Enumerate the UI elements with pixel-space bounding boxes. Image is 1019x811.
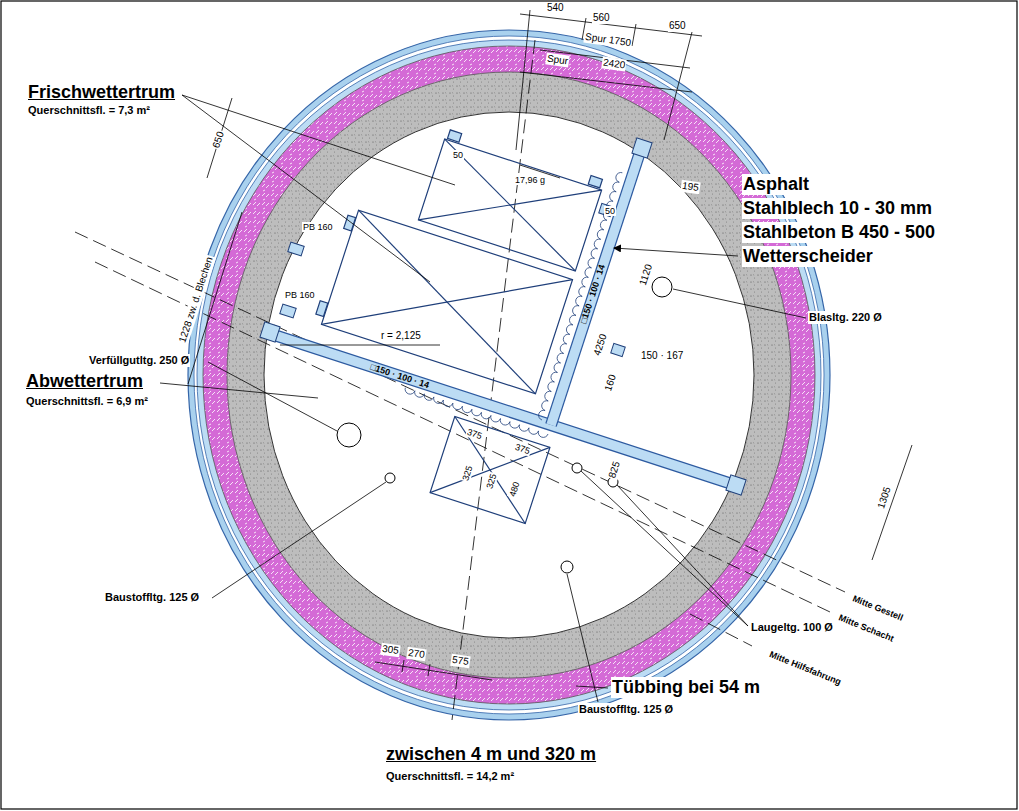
dimension-label: r = 2,125	[380, 330, 422, 342]
dimension-label: 540	[546, 2, 565, 14]
part-label: Stahlblech 10 - 30 mm	[742, 198, 933, 219]
dimension-label: 195	[680, 180, 700, 194]
part-label: Querschnittsfl. = 7,3 m²	[27, 104, 151, 117]
part-label: Verfüllgutltg. 250 Ø	[88, 354, 190, 367]
part-label: Stahlbeton B 450 - 500	[742, 222, 936, 243]
part-label: Baustoffltg. 125 Ø	[104, 591, 200, 604]
part-label: Wetterscheider	[742, 246, 874, 267]
dimension-label: 375	[513, 441, 532, 456]
part-label: Abwettertrum	[25, 371, 144, 392]
dimension-label: 825	[606, 459, 623, 480]
dimension-label: 575	[450, 654, 470, 668]
part-label: Baustoffltg. 125 Ø	[578, 703, 674, 716]
part-label: Blasltg. 220 Ø	[808, 311, 883, 324]
dimension-label: 2420	[601, 57, 627, 72]
dimension-label: 560	[592, 12, 611, 24]
dimension-label: Spur	[546, 53, 571, 68]
dimension-label: 325	[484, 471, 499, 490]
dimension-label: 375	[465, 426, 484, 441]
dimension-label: Spur 1750	[583, 31, 632, 49]
dimension-label: 1120	[637, 262, 655, 288]
dimension-label: 325	[460, 463, 475, 482]
drawing-title: zwischen 4 m und 320 m	[385, 744, 597, 765]
dimension-label: 1228 zw. d. Blechen	[176, 255, 215, 346]
dimension-label: Mitte Hilfsfahrung	[767, 649, 844, 688]
part-label: Querschnittsfl. = 6,9 m²	[25, 395, 149, 408]
dimension-label: 650	[668, 20, 687, 32]
part-label: Asphalt	[742, 174, 810, 195]
dimension-label: 650	[210, 129, 227, 150]
dimension-label: 50	[604, 206, 616, 216]
dimension-label: PB 160	[284, 290, 316, 300]
dimension-label: 305	[380, 643, 400, 657]
dimension-label: □150 · 100 · 14	[578, 262, 607, 326]
part-label: Frischwettertrum	[27, 82, 176, 103]
dimension-label: 4250	[591, 332, 609, 359]
dimension-label: 270	[406, 647, 426, 661]
part-label: Laugeltg. 100 Ø	[750, 621, 834, 634]
part-label: Tübbing bei 54 m	[611, 677, 761, 698]
dimension-label: 17,96 g	[514, 175, 546, 185]
area-caption: Querschnittsfl. = 14,2 m²	[385, 770, 515, 783]
dimension-label: PB 160	[302, 222, 334, 232]
dimension-label: 480	[507, 479, 522, 498]
dimension-label: 1305	[875, 485, 893, 512]
dimension-label: 160	[602, 372, 619, 393]
dimension-label: 150 · 167	[640, 350, 684, 362]
dimension-label: □150 · 100 · 14	[368, 361, 432, 390]
dimension-label: 50	[452, 150, 464, 160]
